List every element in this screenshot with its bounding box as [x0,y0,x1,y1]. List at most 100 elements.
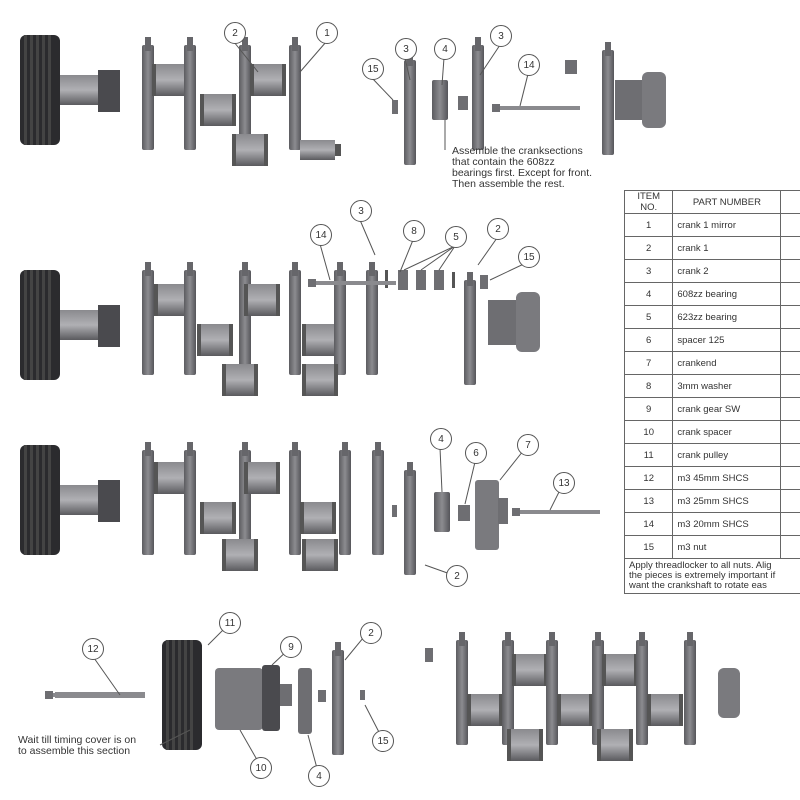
note-line: to assemble this section [18,745,131,757]
bom-qty [780,443,800,467]
assembly-row-2 [20,262,540,396]
bom-qty [780,397,800,421]
callout-11: 11 [219,612,241,634]
callout-3: 3 [490,25,512,47]
note-line: that contain the 608zz [452,156,555,168]
callout-2: 2 [446,565,468,587]
bom-item-no: 11 [623,443,674,467]
callout-4: 4 [430,428,452,450]
bom-item-no: 3 [623,259,674,283]
note-line: Assemble the cranksections [452,145,583,157]
callout-4: 4 [308,765,330,787]
callout-6: 6 [465,442,487,464]
assembly-note: Assemble the cranksections that contain … [452,146,592,190]
bom-header-item: ITEM NO. [623,190,674,214]
callout-5: 5 [445,226,467,248]
assembly-row-4 [45,632,740,761]
callout-4: 4 [434,38,456,60]
footnote-line: the pieces is extremely important if [629,570,776,581]
bom-part-number: 623zz bearing [672,305,782,329]
callout-13: 13 [553,472,575,494]
bom-part-number: crank 1 mirror [672,213,782,237]
bom-part-number: 3mm washer [672,374,782,398]
footnote-line: Apply threadlocker to all nuts. Alig [629,560,772,571]
footnote-line: want the crankshaft to rotate eas [629,580,767,591]
timing-cover-note: Wait till timing cover is on to assemble… [18,735,136,757]
bom-part-number: crank pulley [672,443,782,467]
callout-14: 14 [310,224,332,246]
bom-qty [780,328,800,352]
bom-qty [780,236,800,260]
bom-footnote-row: Apply threadlocker to all nuts. Alig the… [624,558,800,594]
callout-12: 12 [82,638,104,660]
bom-item-no: 7 [623,351,674,375]
bom-item-no: 4 [623,282,674,306]
bom-header-part: PART NUMBER [672,190,782,214]
bom-item-no: 14 [623,512,674,536]
assembly-row-3 [20,442,600,575]
bom-part-number: spacer 125 [672,328,782,352]
bom-part-number: 608zz bearing [672,282,782,306]
bom-part-number: crank 2 [672,259,782,283]
bom-item-no: 8 [623,374,674,398]
bom-part-number: crank spacer [672,420,782,444]
bom-item-no: 9 [623,397,674,421]
bom-part-number: crank gear SW [672,397,782,421]
bom-item-no: 12 [623,466,674,490]
bom-header-qty [780,190,800,214]
bom-item-no: 5 [623,305,674,329]
bom-qty [780,305,800,329]
callout-15: 15 [518,246,540,268]
bom-footnote: Apply threadlocker to all nuts. Alig the… [624,558,800,594]
callout-9: 9 [280,636,302,658]
bom-item-no: 6 [623,328,674,352]
bom-qty [780,374,800,398]
callout-2: 2 [224,22,246,44]
bom-item-no: 13 [623,489,674,513]
callout-2: 2 [487,218,509,240]
bom-part-number: m3 nut [672,535,782,559]
callout-15: 15 [362,58,384,80]
bom-part-number: crank 1 [672,236,782,260]
note-line: Then assemble the rest. [452,178,565,190]
callout-8: 8 [403,220,425,242]
callout-2: 2 [360,622,382,644]
bom-qty [780,213,800,237]
bom-qty [780,466,800,490]
callout-3: 3 [350,200,372,222]
bom-item-no: 10 [623,420,674,444]
bom-qty [780,420,800,444]
bom-qty [780,512,800,536]
note-line: bearings first. Except for front. [452,167,593,179]
bom-part-number: m3 25mm SHCS [672,489,782,513]
bom-qty [780,282,800,306]
callout-10: 10 [250,757,272,779]
bom-qty [780,535,800,559]
bom-qty [780,351,800,375]
note-line: Wait till timing cover is on [18,734,137,746]
bom-part-number: crankend [672,351,782,375]
callout-15: 15 [372,730,394,752]
bom-qty [780,489,800,513]
bom-item-no: 1 [623,213,674,237]
callout-14: 14 [518,54,540,76]
bom-qty [780,259,800,283]
assembly-drawing [20,35,740,773]
callout-7: 7 [517,434,539,456]
bom-item-no: 2 [623,236,674,260]
